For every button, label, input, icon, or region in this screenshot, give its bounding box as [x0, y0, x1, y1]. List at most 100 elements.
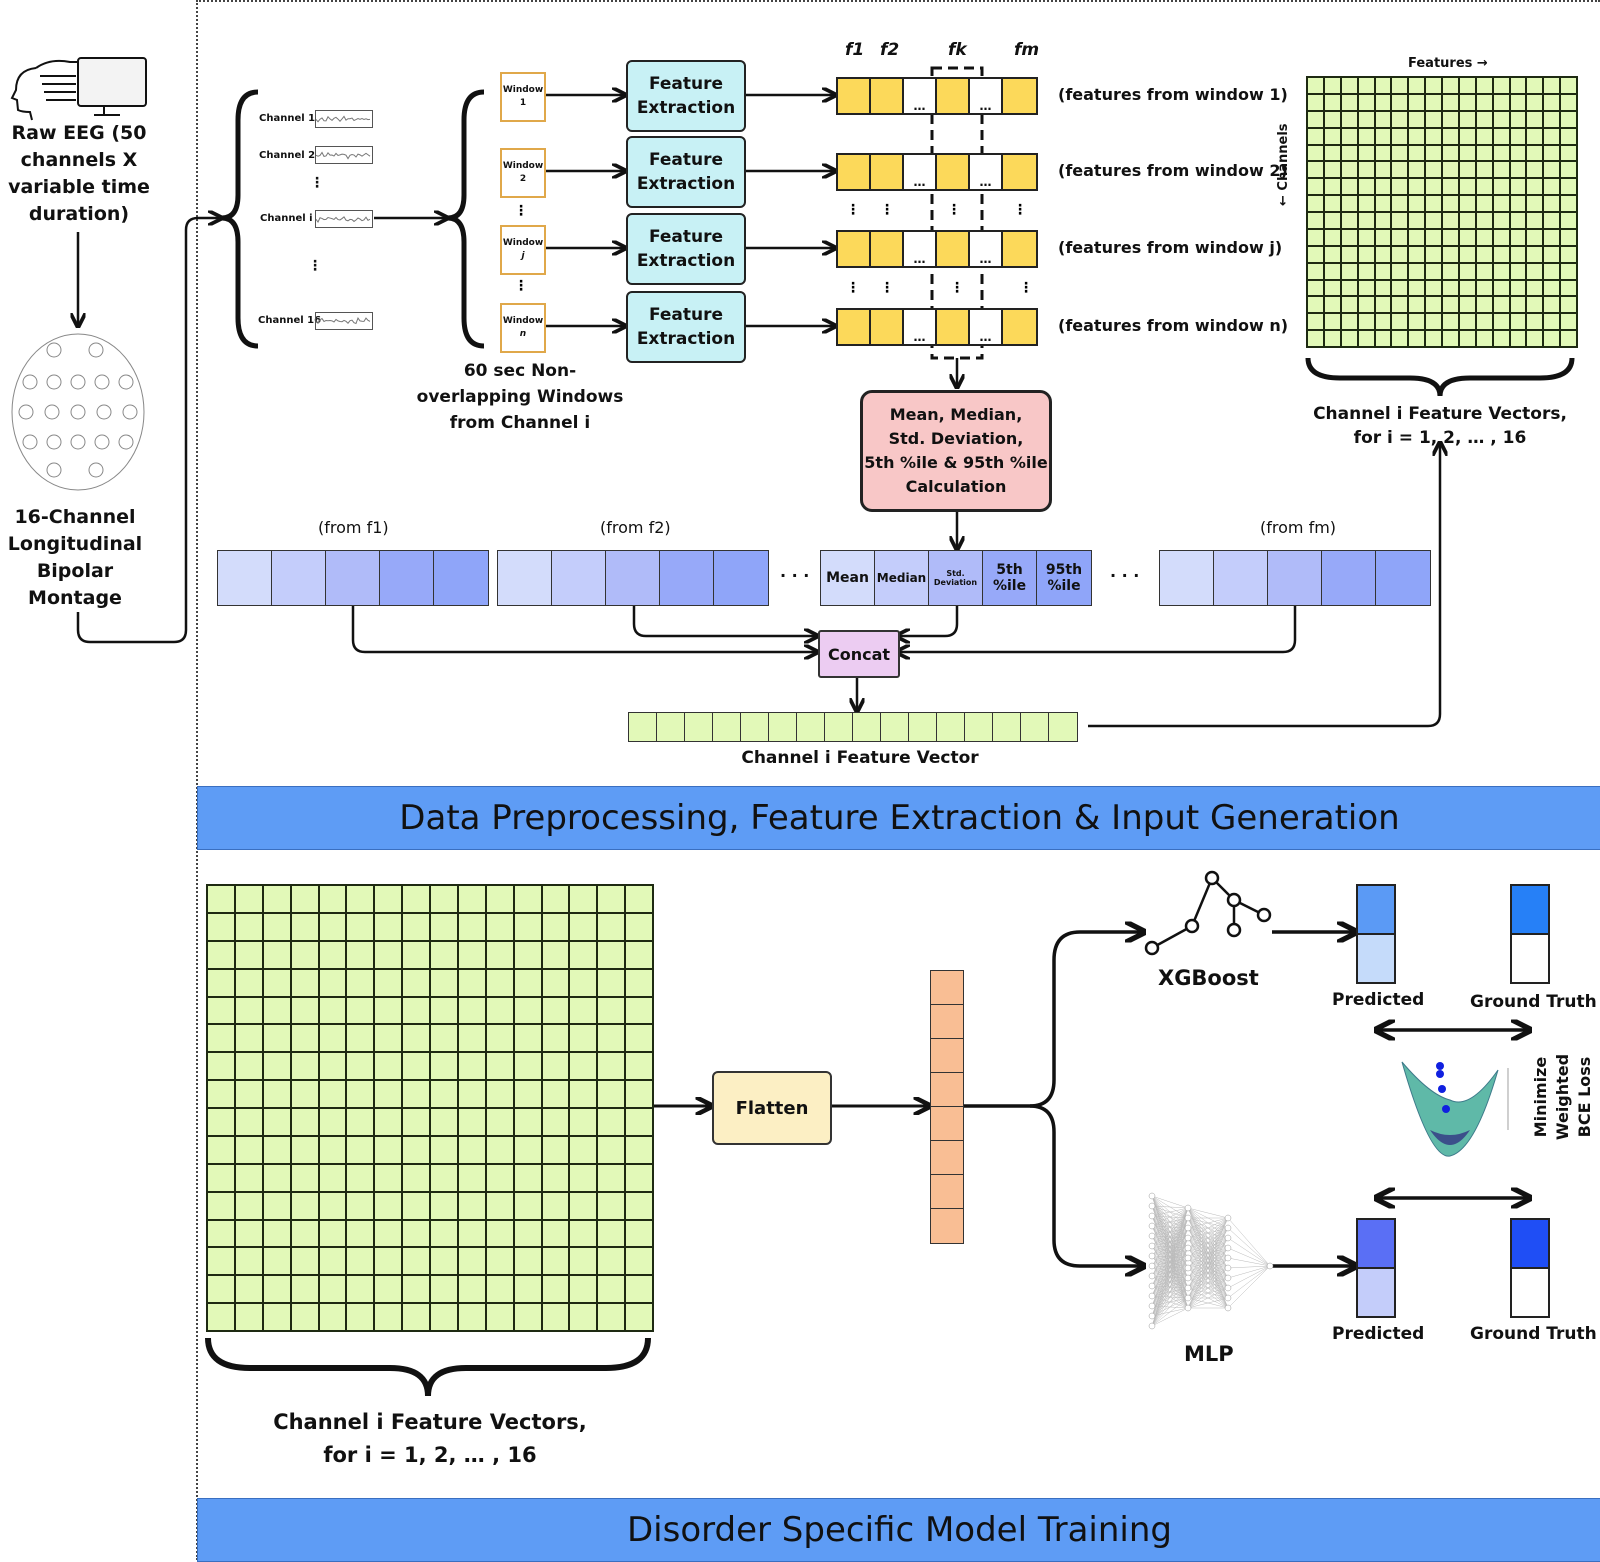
channel-label: Channel i	[260, 213, 313, 224]
matrix-cell	[570, 942, 596, 968]
matrix-cell	[1308, 146, 1323, 161]
vector-cell	[993, 713, 1021, 741]
matrix-cell	[1376, 331, 1391, 346]
matrix-cell	[543, 886, 569, 912]
matrix-cell	[1544, 331, 1559, 346]
vector-cell	[685, 713, 713, 741]
neuron	[1149, 1283, 1155, 1289]
matrix-cell	[1561, 264, 1576, 279]
matrix-cell	[1426, 264, 1441, 279]
matrix-cell	[1392, 230, 1407, 245]
matrix-cell	[403, 886, 429, 912]
matrix-cell	[236, 1248, 262, 1274]
matrix-cell	[1544, 281, 1559, 296]
matrix-cell	[1494, 264, 1509, 279]
matrix-cell	[1426, 247, 1441, 262]
neuron	[1185, 1235, 1191, 1241]
matrix-cell	[403, 1193, 429, 1219]
matrix-cell	[1494, 129, 1509, 144]
matrix-cell	[1561, 314, 1576, 329]
matrix-cell	[1527, 314, 1542, 329]
matrix-cell	[375, 1081, 401, 1107]
neuron	[1185, 1275, 1191, 1281]
vector-cell	[769, 713, 797, 741]
matrix-cell	[292, 970, 318, 996]
vector-cell	[825, 713, 853, 741]
matrix-cell	[1342, 146, 1357, 161]
matrix-cell	[1426, 95, 1441, 110]
matrix-cell	[626, 1025, 652, 1051]
matrix-cell	[1376, 95, 1391, 110]
feature-row-label: (features from window 2)	[1058, 161, 1288, 180]
matrix-cell	[1426, 112, 1441, 127]
matrix-cell	[1544, 213, 1559, 228]
matrix-cell	[1477, 112, 1492, 127]
matrix-cell	[292, 1248, 318, 1274]
neuron	[1225, 1215, 1231, 1221]
matrix-cell	[1460, 297, 1475, 312]
matrix-cell	[1511, 230, 1526, 245]
matrix-cell	[570, 1025, 596, 1051]
matrix-cell	[1342, 281, 1357, 296]
matrix-cell	[1544, 95, 1559, 110]
matrix-cell	[1477, 297, 1492, 312]
brace-channels	[222, 92, 258, 346]
matrix-cell	[1359, 78, 1374, 93]
flattened-cell	[931, 1209, 963, 1243]
channel-signal-icon	[315, 110, 373, 128]
flattened-cell	[931, 1073, 963, 1107]
matrix-cell	[487, 914, 513, 940]
matrix-cell	[375, 1053, 401, 1079]
matrix-cell	[626, 1193, 652, 1219]
matrix-cell	[1443, 146, 1458, 161]
matrix-cell	[459, 942, 485, 968]
matrix-cell	[208, 1081, 234, 1107]
matrix-cell	[320, 1304, 346, 1330]
svg-text:⋮: ⋮	[514, 203, 528, 219]
matrix-cell	[1359, 95, 1374, 110]
matrix-cell	[292, 1221, 318, 1247]
matrix-cell	[626, 998, 652, 1024]
matrix-cell	[1359, 314, 1374, 329]
matrix-cell	[1426, 179, 1441, 194]
matrix-cell	[459, 886, 485, 912]
matrix-cell	[1527, 281, 1542, 296]
matrix-cell	[626, 970, 652, 996]
svg-text:⋮: ⋮	[846, 202, 860, 218]
neuron	[1149, 1243, 1155, 1249]
matrix-cell	[292, 1165, 318, 1191]
matrix-cell	[1342, 78, 1357, 93]
matrix-cell	[1443, 331, 1458, 346]
matrix-cell	[543, 1221, 569, 1247]
features-axis-label: Features →	[1408, 56, 1488, 71]
matrix-cell	[1359, 247, 1374, 262]
svg-text:⋮: ⋮	[514, 278, 528, 294]
matrix-cell	[403, 914, 429, 940]
matrix-cell	[1477, 162, 1492, 177]
matrix-cell	[570, 1109, 596, 1135]
matrix-cell	[236, 914, 262, 940]
matrix-cell	[431, 1193, 457, 1219]
neuron	[1225, 1245, 1231, 1251]
vector-cell	[965, 713, 993, 741]
xgboost-predicted-bar	[1356, 884, 1396, 984]
matrix-cell	[1494, 112, 1509, 127]
matrix-cell	[626, 1304, 652, 1330]
matrix-cell	[515, 1193, 541, 1219]
matrix-cell	[1426, 129, 1441, 144]
feature-matrix-top	[1306, 76, 1578, 348]
matrix-cell	[236, 1304, 262, 1330]
matrix-cell	[1376, 112, 1391, 127]
matrix-cell	[1308, 314, 1323, 329]
matrix-cell	[320, 998, 346, 1024]
matrix-cell	[1494, 281, 1509, 296]
matrix-cell	[208, 1025, 234, 1051]
matrix-cell	[1460, 162, 1475, 177]
matrix-cell	[543, 1165, 569, 1191]
matrix-cell	[347, 1053, 373, 1079]
vector-cell	[1049, 713, 1077, 741]
matrix-cell	[487, 1165, 513, 1191]
matrix-cell	[1359, 162, 1374, 177]
matrix-cell	[320, 1137, 346, 1163]
electrode	[47, 463, 61, 477]
